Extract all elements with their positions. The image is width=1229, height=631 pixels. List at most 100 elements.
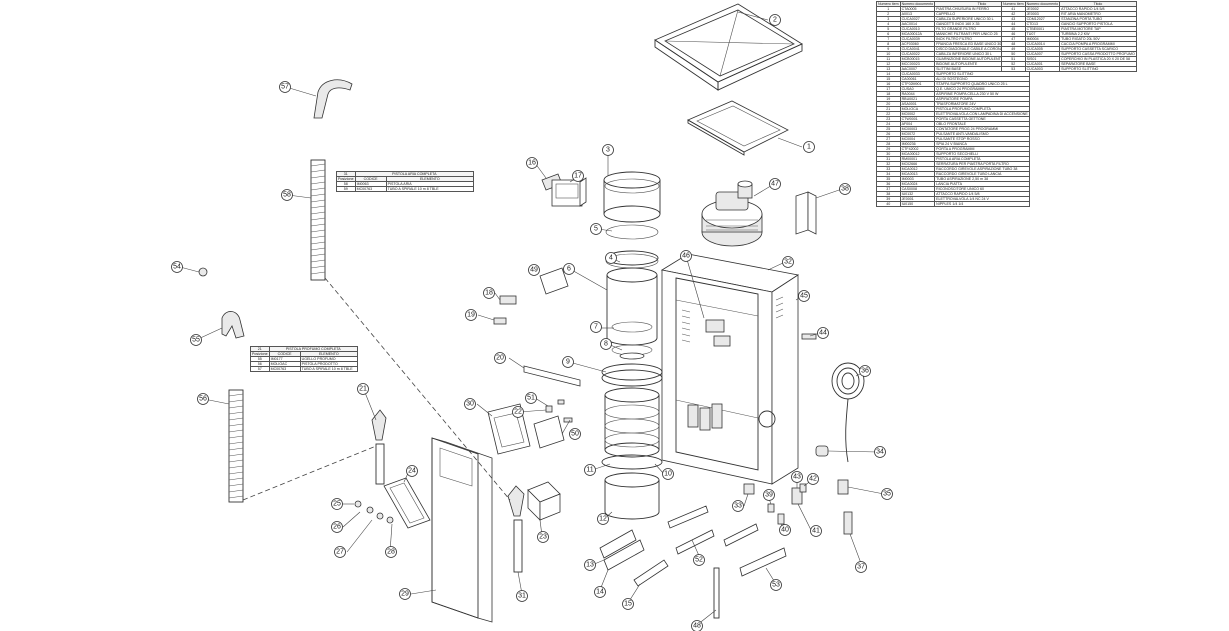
- callout-44: 44: [817, 327, 829, 339]
- svg-text:47: 47: [771, 181, 779, 188]
- svg-text:54: 54: [173, 264, 181, 271]
- callout-22: 22: [512, 406, 524, 418]
- svg-text:17: 17: [574, 173, 582, 180]
- svg-text:43: 43: [793, 474, 801, 481]
- box-38: [795, 191, 809, 235]
- svg-text:18: 18: [485, 290, 493, 297]
- callout-48: 48: [691, 620, 703, 631]
- callout-labels: 1 2 3 4 5 6 7 8 9 10 11 12 13 14 15 16 1…: [171, 14, 893, 631]
- svg-text:2: 2: [773, 17, 777, 24]
- table-header-row: Posizione CODICE ELEMENTO: [250, 351, 359, 357]
- svg-text:11: 11: [586, 467, 593, 474]
- svg-text:9: 9: [566, 359, 570, 366]
- svg-text:22: 22: [514, 409, 522, 416]
- svg-text:5: 5: [594, 226, 598, 233]
- callout-20: 20: [494, 352, 506, 364]
- callout-32: 32: [782, 256, 794, 268]
- callout-18: 18: [483, 287, 495, 299]
- column-header: Numero documento: [1024, 1, 1061, 7]
- callout-47: 47: [769, 178, 781, 190]
- title-cell: RACCORDO GIREVOLE ASPIRAZIONE TUBO 38: [934, 166, 1030, 172]
- svg-text:6: 6: [567, 266, 571, 273]
- svg-text:12: 12: [599, 516, 607, 523]
- svg-text:33: 33: [734, 503, 742, 510]
- svg-text:24: 24: [408, 468, 416, 475]
- svg-text:44: 44: [819, 330, 827, 337]
- callout-1: 1: [803, 141, 815, 153]
- callout-11: 11: [584, 464, 596, 476]
- callout-34: 34: [874, 446, 886, 458]
- panel-30-inner: [493, 412, 525, 448]
- callout-23: 23: [537, 531, 549, 543]
- item-number-cell: 40: [876, 201, 901, 207]
- callout-36: 36: [859, 365, 871, 377]
- coiled-lance-36: [831, 362, 865, 463]
- cabinet-frame: [660, 253, 800, 485]
- cover-plate-part: [687, 100, 789, 156]
- title-cell: ELETTROVALVOLA CON LAMPADINA DI ACCENSIO…: [934, 111, 1030, 117]
- air-gun-subassembly-table: 31 PISTOLA ARIA COMPLETA Posizione CODIC…: [336, 171, 475, 192]
- window-24: [383, 477, 431, 529]
- fitting-37: [843, 511, 853, 535]
- control-parts: [493, 173, 587, 449]
- callout-38: 38: [839, 183, 851, 195]
- callout-12: 12: [597, 513, 609, 525]
- svg-text:34: 34: [876, 449, 884, 456]
- callout-42: 42: [807, 473, 819, 485]
- svg-text:19: 19: [467, 312, 475, 319]
- air-gun-assembled: [507, 485, 525, 573]
- title-cell: NIPPLES 1/4 1/4: [934, 201, 1030, 207]
- box-38-side: [807, 191, 817, 235]
- svg-text:8: 8: [604, 341, 608, 348]
- document-number-cell: IU0150: [899, 201, 936, 207]
- svg-text:30: 30: [466, 401, 474, 408]
- callout-45: 45: [798, 290, 810, 302]
- svg-text:38: 38: [841, 186, 849, 193]
- callout-29: 29: [399, 588, 411, 600]
- fitting-40: [777, 513, 785, 525]
- hook-44: [801, 333, 817, 340]
- callout-37: 37: [855, 561, 867, 573]
- column-header: Posizione: [336, 176, 356, 182]
- callout-17: 17: [572, 170, 584, 182]
- callout-50: 50: [569, 428, 581, 440]
- air-gun-part: [313, 79, 353, 119]
- callout-2: 2: [769, 14, 781, 26]
- callout-52: 52: [693, 554, 705, 566]
- svg-text:39: 39: [765, 492, 773, 499]
- fitting-42: [799, 483, 807, 493]
- callout-5: 5: [590, 223, 602, 235]
- base-slides: [599, 505, 787, 587]
- svg-text:13: 13: [586, 562, 594, 569]
- callout-27: 27: [334, 546, 346, 558]
- svg-text:15: 15: [624, 601, 632, 608]
- svg-text:58: 58: [283, 192, 291, 199]
- callout-51: 51: [525, 392, 537, 404]
- svg-text:37: 37: [857, 564, 865, 571]
- callout-14: 14: [594, 586, 606, 598]
- door-part: [431, 437, 493, 623]
- rod-48: [713, 567, 720, 619]
- callout-26: 26: [331, 521, 343, 533]
- nozzle-55: [198, 267, 208, 277]
- callout-10: 10: [662, 468, 674, 480]
- document-number-cell: MC00763: [268, 366, 301, 372]
- callout-24: 24: [406, 465, 418, 477]
- product-gun-part: [221, 311, 245, 339]
- fitting-34: [815, 445, 829, 457]
- svg-text:56: 56: [199, 396, 207, 403]
- column-header: Posizione: [250, 351, 270, 357]
- lid-part: [654, 3, 803, 91]
- svg-text:10: 10: [664, 471, 672, 478]
- svg-text:45: 45: [800, 293, 808, 300]
- callout-31: 31: [516, 590, 528, 602]
- column-header: Numero item: [1001, 1, 1026, 7]
- callout-41: 41: [810, 525, 822, 537]
- svg-text:36: 36: [861, 368, 869, 375]
- callout-6: 6: [563, 263, 575, 275]
- callout-9: 9: [562, 356, 574, 368]
